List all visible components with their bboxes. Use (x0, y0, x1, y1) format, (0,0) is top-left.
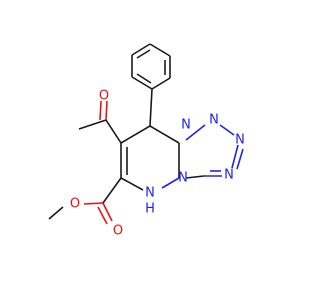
bond (151, 77, 171, 90)
bond (105, 100, 108, 121)
double-bond-inner (136, 73, 152, 84)
ester-group (48, 177, 122, 225)
bond (131, 76, 153, 90)
atom-n3: N (235, 133, 245, 148)
bond (161, 177, 180, 189)
bond (120, 125, 151, 144)
bond (185, 175, 205, 179)
bond (102, 202, 113, 222)
atom-n4: N (224, 168, 234, 183)
atom-o-carbonyl: O (113, 224, 123, 239)
bond (219, 124, 235, 136)
molecule-canvas: O N N N N N N H O O (48, 43, 245, 239)
bond (231, 144, 239, 169)
bond (83, 202, 104, 205)
bond (105, 119, 122, 144)
atom-h: H (145, 202, 155, 217)
bond (120, 177, 144, 191)
atom-o-acetyl: O (99, 89, 109, 104)
tetrazole-ring (185, 124, 244, 179)
atom-nh: N (145, 186, 155, 201)
bond (78, 119, 107, 130)
double-bond (97, 206, 108, 225)
double-bond-inner (136, 49, 151, 59)
atom-n2: N (209, 113, 219, 128)
bond (149, 43, 171, 57)
atom-o-ester: O (70, 197, 80, 212)
bond (149, 88, 153, 127)
atom-n5: N (178, 171, 188, 186)
double-bond (99, 100, 102, 121)
bond (102, 177, 122, 204)
pyrimidine-ring (120, 125, 180, 191)
bond (185, 124, 206, 141)
molecule-structure: O N N N N N N H O O (48, 43, 245, 239)
atom-n1: N (181, 118, 191, 133)
double-bond (236, 148, 244, 170)
bond (131, 43, 151, 56)
bond (149, 125, 180, 144)
bond (48, 206, 64, 220)
acetyl-group (78, 100, 122, 144)
phenyl-ring (131, 43, 171, 90)
